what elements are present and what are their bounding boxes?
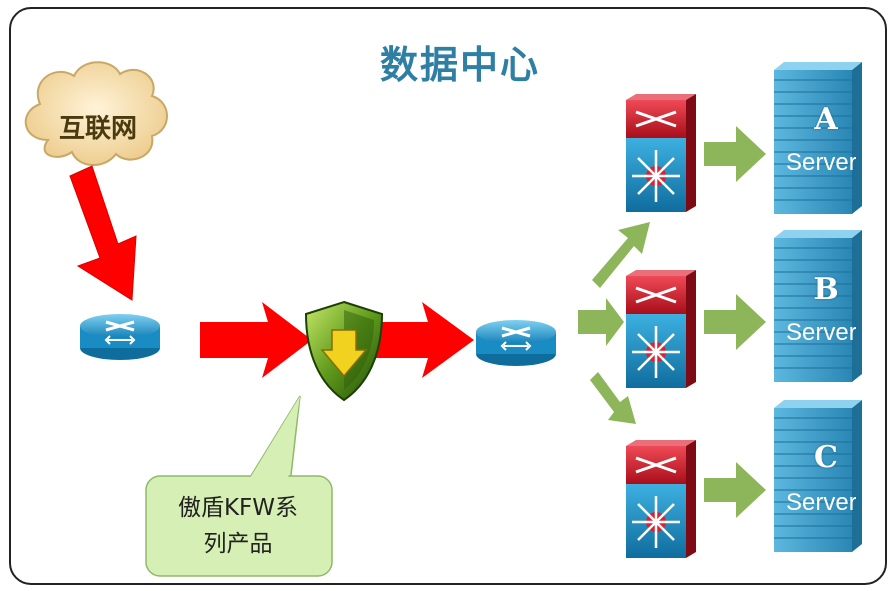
product-callout-text: 傲盾KFW系 列产品 <box>150 490 326 562</box>
diagram-title: 数据中心 <box>379 43 540 87</box>
router-icon <box>476 320 556 366</box>
green-arrow-to-switch-c <box>590 372 636 424</box>
router-icon <box>80 314 160 360</box>
server-a-letter: A <box>814 102 838 137</box>
green-arrow-switch-a-to-server <box>704 126 766 182</box>
server-c-letter: C <box>814 440 838 475</box>
multilayer-switch-icon <box>626 94 696 212</box>
multilayer-switch-icon <box>626 440 696 558</box>
server-icon <box>774 230 862 382</box>
diagram-frame <box>9 7 887 585</box>
product-callout-box <box>145 396 333 577</box>
product-callout-line2: 列产品 <box>203 531 273 557</box>
shield-firewall-icon <box>304 300 384 402</box>
green-arrow-switch-c-to-server <box>704 462 766 518</box>
server-icon <box>774 400 862 552</box>
red-arrow-firewall-to-router <box>370 302 474 378</box>
internet-label: 互联网 <box>58 114 137 144</box>
server-c-label: Server <box>786 489 856 516</box>
red-arrow-internet-to-router <box>69 165 137 301</box>
server-b-label: Server <box>786 319 856 346</box>
multilayer-switch-icon <box>626 270 696 388</box>
server-b-letter: B <box>813 272 839 307</box>
cloud-icon <box>24 61 168 166</box>
server-a-label: Server <box>786 149 856 176</box>
server-icon <box>774 62 862 214</box>
green-arrow-to-switch-a <box>592 222 650 288</box>
red-arrow-router-to-firewall <box>200 302 312 378</box>
green-arrow-switch-b-to-server <box>704 294 766 350</box>
green-arrow-to-switch-b <box>578 298 624 346</box>
product-callout-line1: 傲盾KFW系 <box>177 495 299 521</box>
